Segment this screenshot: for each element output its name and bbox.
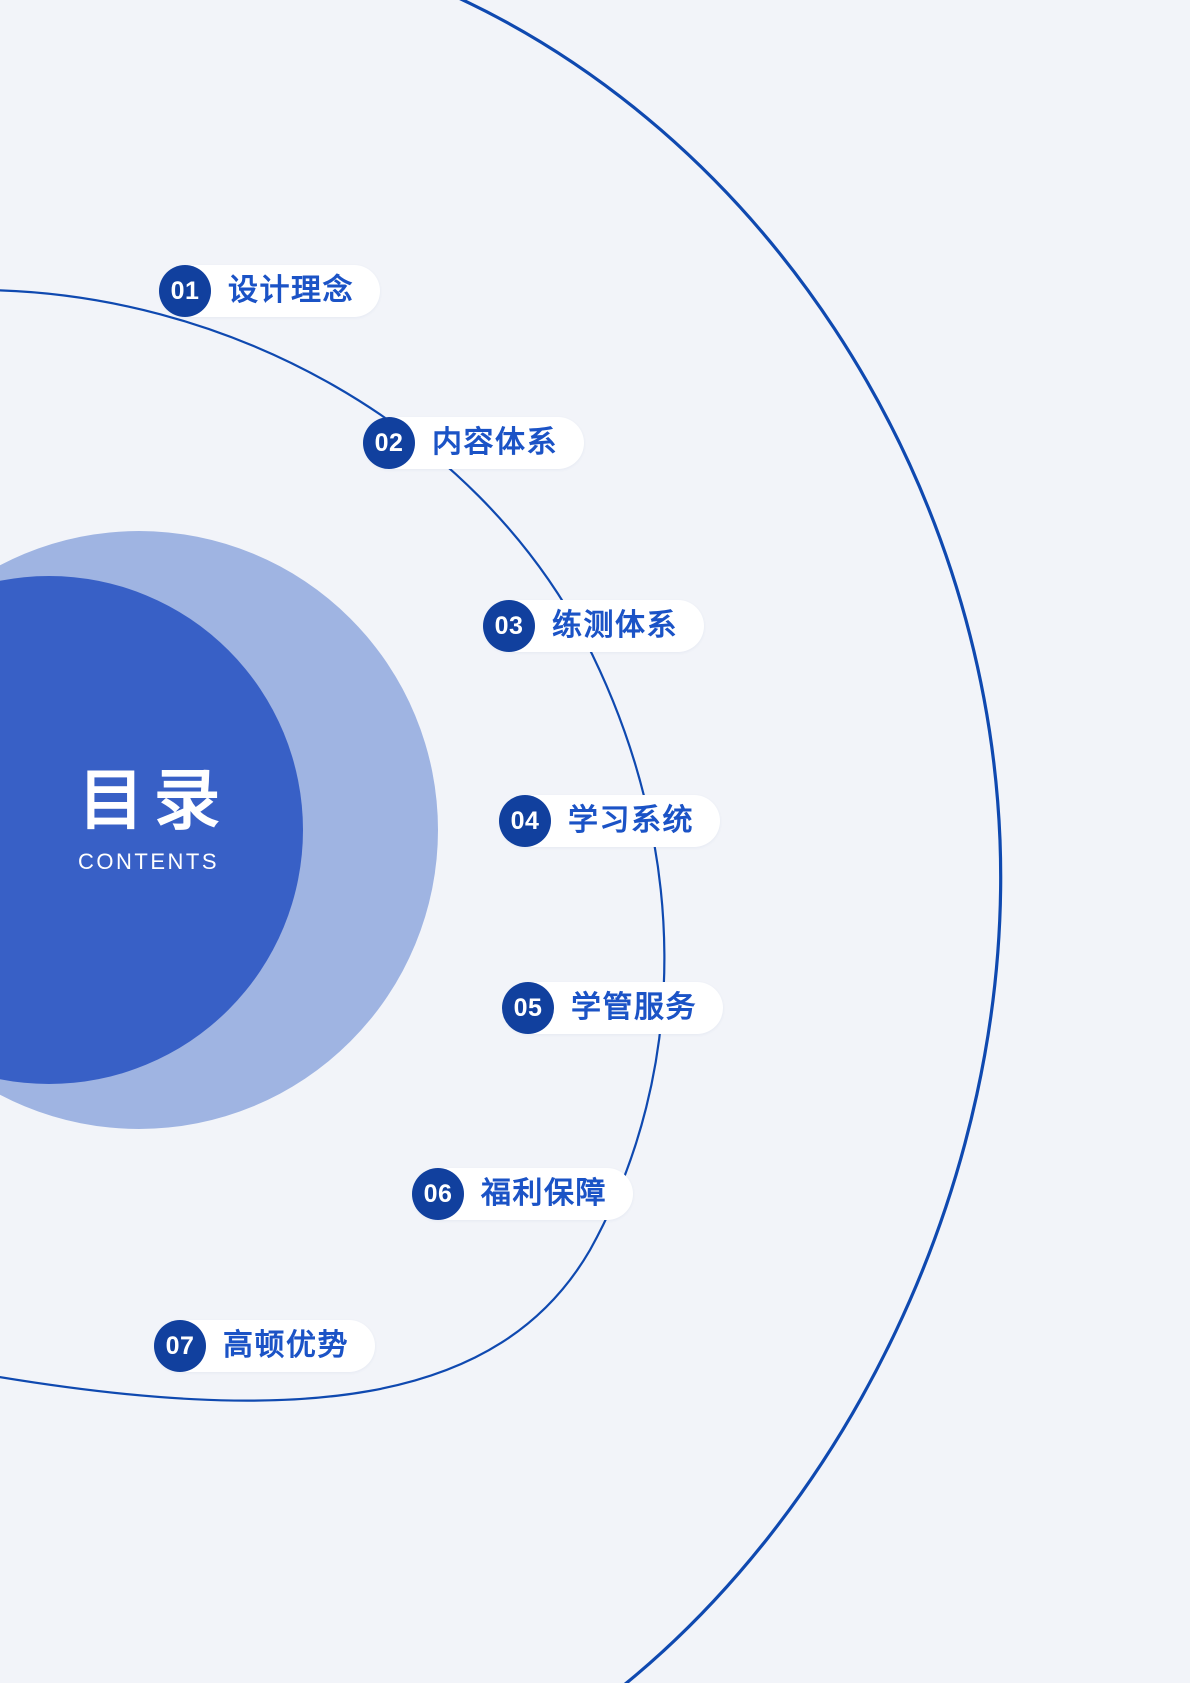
toc-item-label: 学管服务	[571, 991, 697, 1024]
toc-item-label: 福利保障	[481, 1177, 607, 1210]
page-subtitle: CONTENTS	[78, 849, 219, 875]
toc-item-label: 高顿优势	[223, 1329, 349, 1362]
toc-number-badge: 06	[412, 1168, 464, 1220]
hero-text: 目录 CONTENTS	[78, 763, 378, 875]
toc-item-label: 练测体系	[552, 609, 678, 642]
page-title: 目录	[78, 763, 230, 837]
toc-number-badge: 01	[159, 265, 211, 317]
toc-number-badge: 04	[499, 795, 551, 847]
toc-item-07[interactable]: 07 高顿优势	[154, 1320, 375, 1372]
toc-item-label: 学习系统	[568, 804, 694, 837]
toc-number-badge: 05	[502, 982, 554, 1034]
toc-item-03[interactable]: 03 练测体系	[483, 600, 704, 652]
toc-number-badge: 02	[363, 417, 415, 469]
toc-item-01[interactable]: 01 设计理念	[159, 265, 380, 317]
toc-number-badge: 07	[154, 1320, 206, 1372]
toc-item-label: 设计理念	[228, 274, 354, 307]
toc-number-badge: 03	[483, 600, 535, 652]
toc-item-02[interactable]: 02 内容体系	[363, 417, 584, 469]
toc-item-04[interactable]: 04 学习系统	[499, 795, 720, 847]
toc-item-05[interactable]: 05 学管服务	[502, 982, 723, 1034]
toc-item-06[interactable]: 06 福利保障	[412, 1168, 633, 1220]
toc-item-label: 内容体系	[432, 426, 558, 459]
